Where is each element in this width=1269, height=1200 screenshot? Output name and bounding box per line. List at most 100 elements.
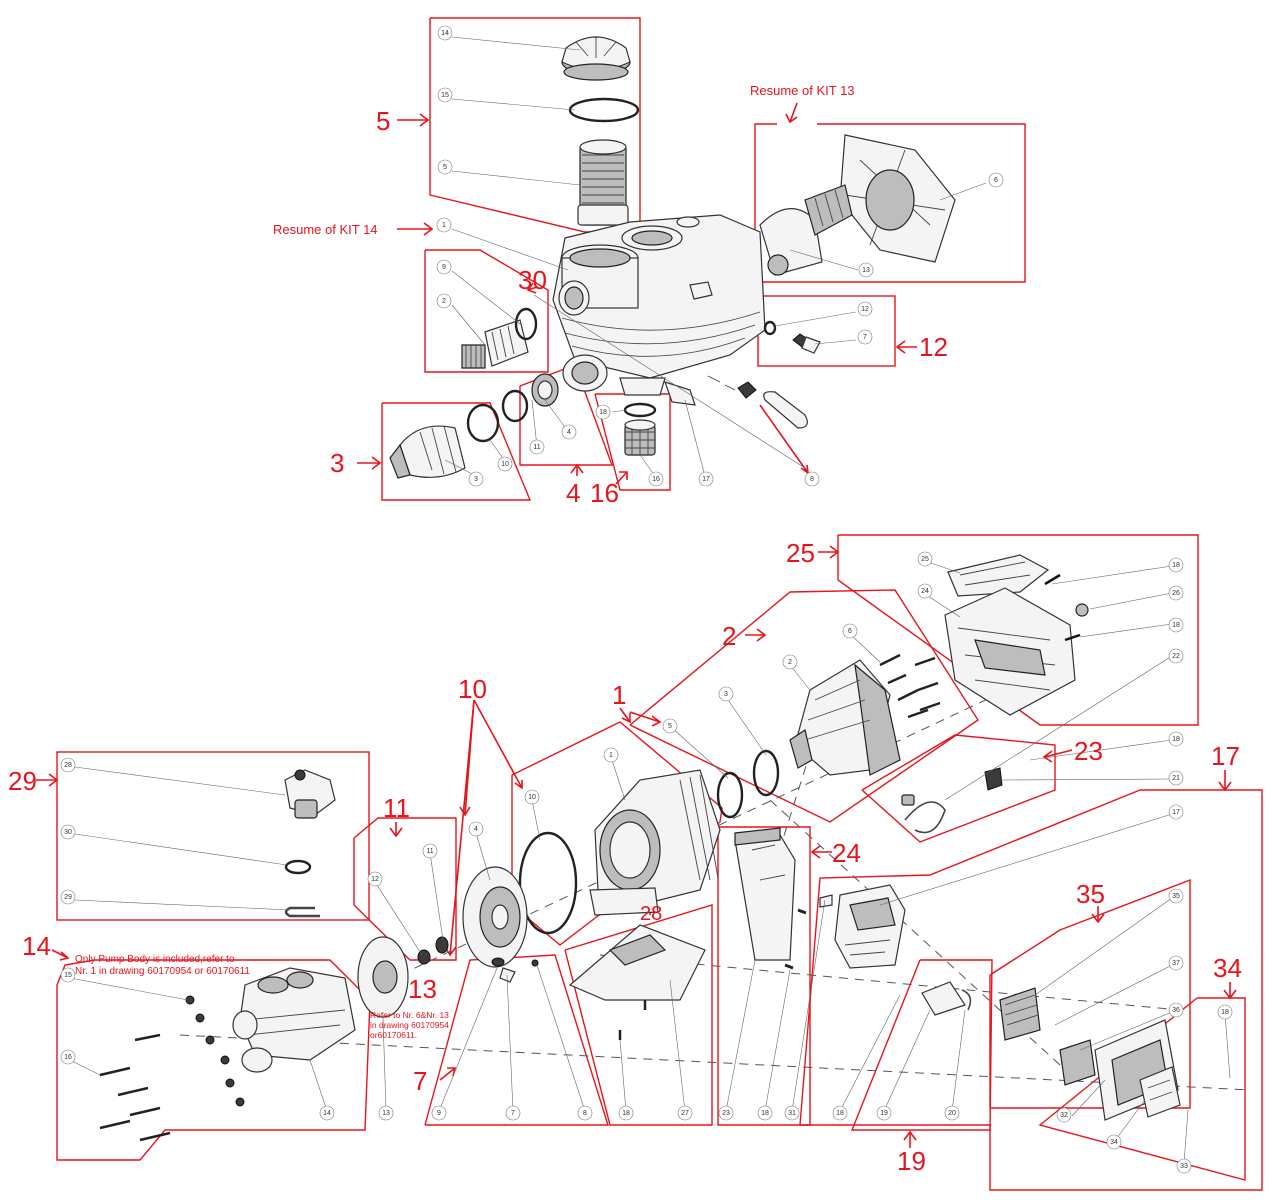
svg-text:9: 9 [437,1110,441,1117]
svg-text:12: 12 [371,876,379,883]
kit-label-7: 7 [413,1066,427,1096]
svg-text:25: 25 [921,556,929,563]
kit-box-4 [519,364,614,466]
svg-text:18: 18 [836,1110,844,1117]
motor-screws [879,653,941,719]
kit-box-24 [717,826,811,1126]
callout-bubble: 5 [437,159,453,175]
kit-13-note-line1: Refer to Nr. 6&Nr. 13 [370,1010,449,1020]
capacitor [921,981,972,1016]
callout-bubble: 6 [842,623,858,639]
svg-text:18: 18 [599,409,607,416]
kit-label-16: 16 [590,478,619,508]
kit-box-34 [1038,997,1246,1181]
svg-text:17: 17 [702,476,710,483]
kit-label-5: 5 [376,106,390,136]
svg-text:23: 23 [722,1110,730,1117]
callout-bubble: 19 [876,1105,892,1121]
kit-box-28 [564,904,713,1126]
mechanical-seal [435,936,449,954]
kit-label-30: 30 [518,265,547,295]
callout-bubble: 14 [319,1105,335,1121]
callout-bubble: 36 [1168,1002,1184,1018]
resume-kit-13-label: Resume of KIT 13 [750,83,855,98]
body-gasket [664,381,696,406]
diffuser-disc [462,866,528,968]
kit-box-25 [837,534,1199,726]
kit-label-29: 29 [8,766,37,796]
callout-bubble: 12 [857,301,873,317]
svg-text:14: 14 [323,1110,331,1117]
terminal-board [999,987,1096,1086]
kit-label-28: 28 [640,903,662,925]
valve-o-ring [466,403,500,443]
motor-o-ring-3 [752,749,780,797]
impeller [357,936,409,1018]
callout-bubble: 15 [437,87,453,103]
callout-bubble: 30 [60,824,76,840]
kit-label-34: 34 [1213,953,1242,983]
kit-label-13: 13 [408,974,437,1004]
svg-text:26: 26 [1172,590,1180,597]
svg-text:10: 10 [501,461,509,468]
svg-text:27: 27 [681,1110,689,1117]
motor-top-cover [947,554,1050,597]
callout-bubble: 26 [1168,585,1184,601]
kit-box-7 [424,954,609,1126]
valve-o-ring-30 [284,859,312,875]
svg-text:16: 16 [64,1054,72,1061]
filter-o-ring [623,402,657,418]
callout-bubble: 1 [603,747,619,763]
valve-assembly [284,769,336,819]
svg-text:33: 33 [1180,1163,1188,1170]
kit-13-note-line3: or60170611. [370,1030,417,1040]
kit-label-1: 1 [612,680,626,710]
callout-bubble: 14 [437,25,453,41]
kit-box-29 [56,751,370,921]
callout-bubble: 21 [1168,770,1184,786]
svg-text:34: 34 [1110,1139,1118,1146]
callouts-top: 14 15 5 1 9 2 13 6 12 7 18 11 4 10 3 16 … [436,25,1004,487]
kit-14-note-line2: Nr. 1 in drawing 60170954 or 60170611 [75,966,250,977]
kit-box-13 [754,123,1026,283]
callout-bubble: 18 [618,1105,634,1121]
pump-base [568,924,706,1040]
callouts-bottom: 28 30 29 12 11 4 10 1 3 5 2 6 25 24 18 2… [60,551,1233,1174]
kit-label-4: 4 [566,478,580,508]
kit-label-19: 19 [897,1146,926,1176]
svg-text:11: 11 [426,848,433,855]
pump-housing [589,769,721,916]
svg-text:1: 1 [609,752,613,759]
svg-text:2: 2 [442,298,446,305]
callout-bubble: 13 [378,1105,394,1121]
svg-text:7: 7 [863,334,867,341]
body-screws [99,1033,171,1142]
callout-bubble: 37 [1168,955,1184,971]
callout-bubble: 17 [1168,804,1184,820]
strainer-basket [577,139,629,226]
svg-text:10: 10 [528,794,536,801]
svg-text:15: 15 [441,92,449,99]
callout-bubble: 3 [468,471,484,487]
svg-text:18: 18 [1172,562,1180,569]
kit-box-12 [757,295,896,367]
body-nuts [185,995,245,1107]
bottom-parts [99,554,1181,1142]
callout-bubble: 18 [1168,731,1184,747]
callout-bubble: 18 [757,1105,773,1121]
callout-bubble: 18 [595,404,611,420]
diffuser-assembly [759,134,956,276]
filter-cartridge [624,419,656,456]
kit-box-2 [629,589,979,823]
svg-text:20: 20 [948,1110,956,1117]
callout-bubble: 15 [60,967,76,983]
bottom-kit-boxes [56,534,1263,1191]
callout-bubble: 3 [718,686,734,702]
callout-bubble: 17 [698,471,714,487]
svg-text:7: 7 [511,1110,515,1117]
cable-gland-26 [1075,603,1089,617]
drain-o-ring [763,320,777,336]
svg-text:5: 5 [443,164,447,171]
svg-text:18: 18 [1221,1009,1229,1016]
svg-text:4: 4 [474,826,478,833]
